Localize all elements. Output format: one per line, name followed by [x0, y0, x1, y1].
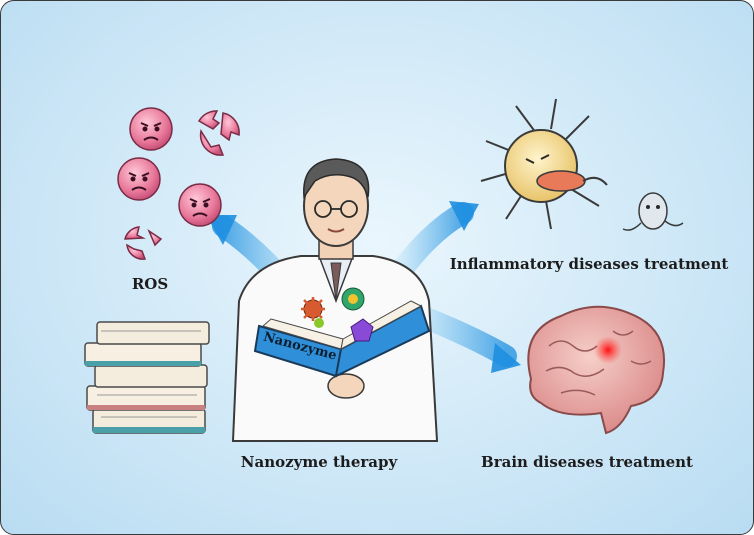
arrow-to-inflammatory	[390, 201, 479, 282]
book-stack-icon	[84, 321, 210, 434]
broken-ros-icon	[124, 226, 163, 260]
brain-label: Brain diseases treatment	[481, 453, 693, 471]
doctor-icon	[231, 158, 439, 442]
therapy-label: Nanozyme therapy	[241, 453, 399, 471]
bacterium-icon	[622, 192, 684, 231]
arrow-to-brain	[410, 305, 521, 373]
ros-ball-icon	[178, 183, 222, 227]
inflammatory-label: Inflammatory diseases treatment	[450, 255, 729, 273]
nanozyme-particle-icon	[301, 287, 374, 342]
broken-ros-icon	[197, 110, 240, 156]
macrophage-icon	[480, 98, 608, 230]
ros-label: ROS	[132, 275, 168, 293]
brain-icon	[527, 305, 665, 435]
open-book-icon	[253, 300, 431, 378]
ros-ball-icon	[117, 157, 161, 201]
ros-ball-icon	[129, 107, 173, 151]
